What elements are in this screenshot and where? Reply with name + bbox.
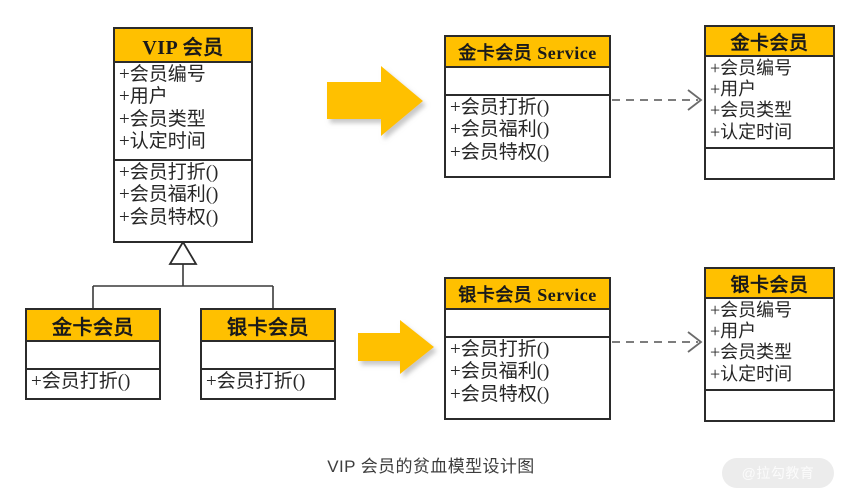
attribute-row: +会员类型 xyxy=(710,100,793,121)
operation-row: +会员福利() xyxy=(450,361,550,383)
attributes-compartment-gold-entity: +会员编号 +用户 +会员类型 +认定时间 xyxy=(706,57,833,147)
class-title-silver-child: 银卡会员 xyxy=(202,310,334,342)
attribute-row: +会员编号 xyxy=(710,58,793,78)
attribute-row: +用户 xyxy=(119,86,168,108)
operation-row: +会员特权() xyxy=(450,141,550,163)
attribute-row: +会员编号 xyxy=(119,64,206,85)
operations-compartment-gold-entity xyxy=(706,147,833,178)
attribute-row: +认定时间 xyxy=(119,131,206,153)
class-box-silver-child[interactable]: 银卡会员 +会员打折() xyxy=(200,308,336,400)
dependency-connector-silver xyxy=(612,331,703,353)
class-title-silver-service: 银卡会员 Service xyxy=(446,279,609,310)
attribute-row: +认定时间 xyxy=(710,363,793,384)
operation-row: +会员特权() xyxy=(450,383,550,405)
operation-row: +会员打折() xyxy=(206,371,306,392)
operation-row: +会员福利() xyxy=(119,184,219,206)
operations-compartment-silver-entity xyxy=(706,389,833,420)
class-title-vip: VIP 会员 xyxy=(115,29,251,63)
attribute-row: +用户 xyxy=(710,321,757,342)
operations-compartment-silver-service: +会员打折() +会员福利() +会员特权() xyxy=(446,336,609,418)
attribute-row: +会员类型 xyxy=(710,342,793,363)
operation-row: +会员特权() xyxy=(119,206,219,228)
operations-compartment-vip: +会员打折() +会员福利() +会员特权() xyxy=(115,159,251,241)
class-box-gold-service[interactable]: 金卡会员 Service +会员打折() +会员福利() +会员特权() xyxy=(444,35,611,178)
operation-row: +会员福利() xyxy=(450,119,550,141)
attributes-compartment-vip: +会员编号 +用户 +会员类型 +认定时间 xyxy=(115,63,251,159)
attributes-compartment-gold-service xyxy=(446,68,609,94)
attributes-compartment-silver-child xyxy=(202,342,334,368)
class-box-vip[interactable]: VIP 会员 +会员编号 +用户 +会员类型 +认定时间 +会员打折() +会员… xyxy=(113,27,253,243)
class-title-gold-service: 金卡会员 Service xyxy=(446,37,609,68)
attribute-row: +会员类型 xyxy=(119,108,206,130)
class-box-silver-entity[interactable]: 银卡会员 +会员编号 +用户 +会员类型 +认定时间 xyxy=(704,267,835,422)
class-box-gold-child[interactable]: 金卡会员 +会员打折() xyxy=(25,308,161,400)
watermark-badge: @拉勾教育 xyxy=(722,458,834,488)
attributes-compartment-gold-child xyxy=(27,342,159,368)
class-box-silver-service[interactable]: 银卡会员 Service +会员打折() +会员福利() +会员特权() xyxy=(444,277,611,420)
generalization-connector xyxy=(92,240,274,308)
class-box-gold-entity[interactable]: 金卡会员 +会员编号 +用户 +会员类型 +认定时间 xyxy=(704,25,835,180)
operation-row: +会员打折() xyxy=(119,162,219,183)
attribute-row: +用户 xyxy=(710,79,757,100)
attribute-row: +认定时间 xyxy=(710,121,793,142)
operations-compartment-silver-child: +会员打折() xyxy=(202,368,334,398)
attributes-compartment-silver-service xyxy=(446,310,609,336)
operation-row: +会员打折() xyxy=(450,339,550,360)
operations-compartment-gold-service: +会员打折() +会员福利() +会员特权() xyxy=(446,94,609,176)
diagram-caption: VIP 会员的贫血模型设计图 xyxy=(327,457,535,476)
operation-row: +会员打折() xyxy=(31,371,131,392)
attribute-row: +会员编号 xyxy=(710,300,793,320)
operations-compartment-gold-child: +会员打折() xyxy=(27,368,159,398)
operation-row: +会员打折() xyxy=(450,97,550,118)
dependency-connector-gold xyxy=(612,89,703,111)
transform-arrow-top-icon xyxy=(327,66,423,136)
class-title-gold-child: 金卡会员 xyxy=(27,310,159,342)
transform-arrow-bottom-icon xyxy=(358,320,434,374)
class-title-gold-entity: 金卡会员 xyxy=(706,27,833,57)
attributes-compartment-silver-entity: +会员编号 +用户 +会员类型 +认定时间 xyxy=(706,299,833,389)
class-title-silver-entity: 银卡会员 xyxy=(706,269,833,299)
